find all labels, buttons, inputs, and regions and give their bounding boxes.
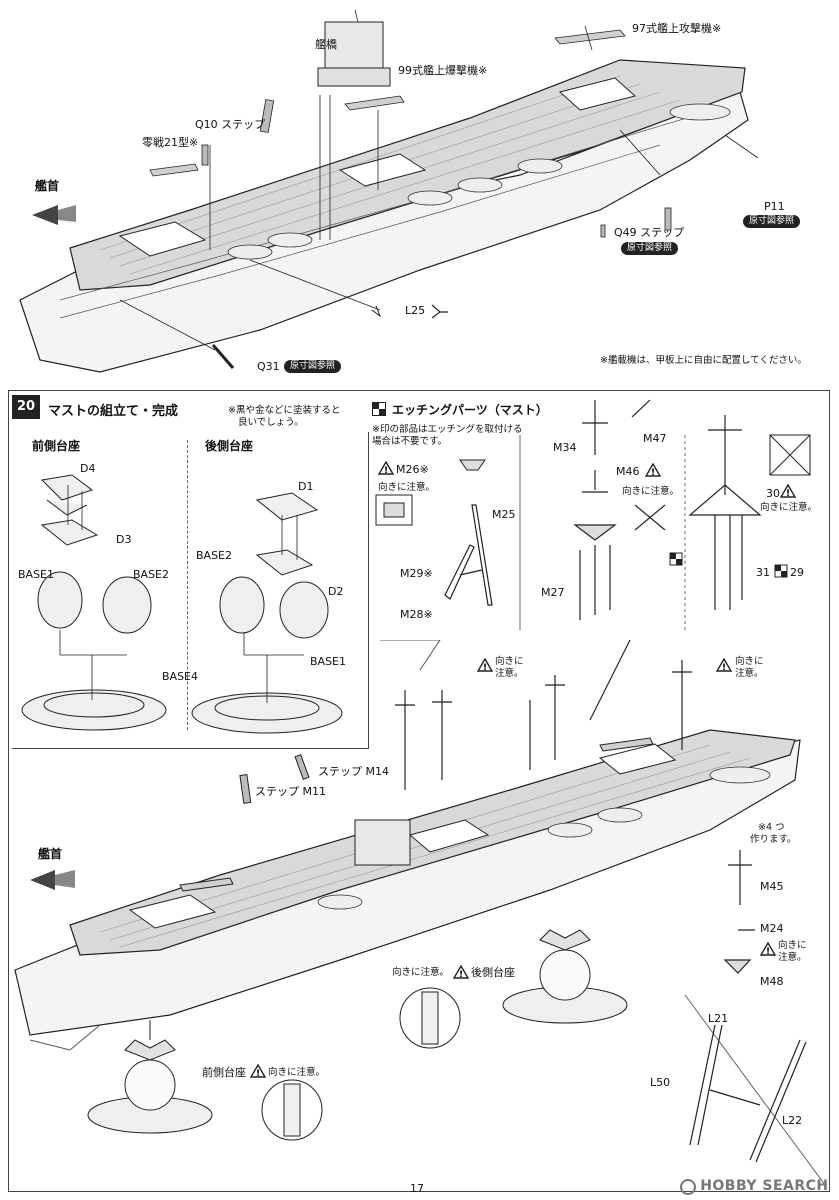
- svg-text:!: !: [786, 489, 790, 498]
- m25-label: M25: [492, 508, 516, 521]
- q10-step-label: Q10 ステップ: [195, 118, 266, 131]
- base4-label: BASE4: [162, 670, 199, 683]
- orientation-note-3: 向きに注意。: [760, 502, 818, 513]
- svg-text:!: !: [384, 466, 388, 475]
- q49-step-label: Q49 ステップ: [614, 226, 685, 239]
- step-m14-label: ステップ M14: [318, 765, 389, 778]
- base2-right-label: BASE2: [196, 549, 233, 562]
- d3-label: D3: [116, 533, 132, 546]
- watermark-brand: HOBBY SEARCH: [700, 1178, 829, 1194]
- carrier-illustration-bottom: [14, 640, 825, 1185]
- aircraft-99-label: 99式艦上爆撃機※: [398, 64, 488, 77]
- m46-label: M46: [616, 465, 640, 478]
- d4-label: D4: [80, 462, 96, 475]
- orientation-note-1: 向きに注意。: [378, 482, 436, 493]
- etching-icon: [372, 402, 386, 416]
- orientation-note-2: 向きに注意。: [622, 486, 680, 497]
- svg-text:!: !: [722, 663, 726, 672]
- svg-text:!: !: [256, 1069, 260, 1078]
- base1-left-label: BASE1: [18, 568, 55, 581]
- bow-label-top: 艦首: [35, 179, 60, 193]
- svg-text:!: !: [651, 468, 655, 477]
- zero-21-label: 零戦21型※: [142, 136, 199, 149]
- orient-b-1: 向きに: [735, 656, 764, 667]
- watermark: HOBBY SEARCH: [680, 1178, 829, 1195]
- carrier-illustration-top: [19, 9, 759, 373]
- q31-label: Q31: [257, 360, 280, 373]
- paint-note-2: 良いでしょう。: [238, 417, 304, 428]
- front-base-label: 前側台座: [202, 1066, 246, 1079]
- orient-a-2: 注意。: [495, 668, 524, 679]
- step-title: マストの組立て・完成: [48, 404, 179, 419]
- orient-c-2: 注意。: [778, 952, 807, 963]
- num-31-label: 31: [756, 566, 770, 579]
- bases-divider: [187, 440, 188, 730]
- front-base-heading: 前側台座: [32, 439, 81, 453]
- make-four-note-2: 作ります。: [750, 834, 797, 845]
- m47-label: M47: [643, 432, 667, 445]
- orient-rear-note: 向きに注意。: [392, 967, 450, 978]
- m27-label: M27: [541, 586, 565, 599]
- svg-text:!: !: [483, 663, 487, 672]
- warning-icon: !: [716, 658, 732, 672]
- make-four-note-1: ※4 つ: [758, 822, 785, 833]
- warning-icon: !: [453, 965, 469, 979]
- mast-parts-illustration: [375, 399, 811, 630]
- aircraft-note: ※艦載機は、甲板上に自由に配置してください。: [600, 355, 807, 366]
- l21-label: L21: [708, 1012, 729, 1025]
- d2-label: D2: [328, 585, 344, 598]
- q49-ref-badge: 原寸図参照: [621, 242, 679, 255]
- m45-label: M45: [760, 880, 784, 893]
- svg-text:!: !: [766, 947, 770, 956]
- l25-label: L25: [405, 304, 426, 317]
- bases-panel: [12, 432, 369, 749]
- base1-right-label: BASE1: [310, 655, 347, 668]
- warning-icon: !: [760, 942, 776, 956]
- p11-ref-badge: 原寸図参照: [743, 215, 801, 228]
- m48-label: M48: [760, 975, 784, 988]
- warning-icon: !: [250, 1064, 266, 1078]
- step-20-frame: [8, 390, 830, 1192]
- watermark-logo-icon: [680, 1178, 696, 1195]
- orient-c-1: 向きに: [778, 940, 807, 951]
- p11-label: P11: [764, 200, 785, 213]
- base-assembly-illustration: [21, 474, 343, 734]
- warning-icon: !: [378, 461, 394, 475]
- warning-icon: !: [645, 463, 661, 477]
- warning-icon: !: [780, 484, 796, 498]
- num-30-label: 30: [766, 487, 780, 500]
- bridge-label: 艦橋: [315, 38, 337, 51]
- q31-ref-badge: 原寸図参照: [284, 360, 342, 373]
- orient-a-1: 向きに: [495, 656, 524, 667]
- orient-b-2: 注意。: [735, 668, 764, 679]
- d1-label: D1: [298, 480, 314, 493]
- l50-label: L50: [650, 1076, 671, 1089]
- step-m11-label: ステップ M11: [255, 785, 326, 798]
- m34-label: M34: [553, 441, 577, 454]
- step-number-badge: 20: [12, 395, 40, 419]
- base2-left-label: BASE2: [133, 568, 170, 581]
- warning-icon: !: [477, 658, 493, 672]
- aircraft-97-label: 97式艦上攻撃機※: [632, 22, 722, 35]
- m24-label: M24: [760, 922, 784, 935]
- rear-base-heading: 後側台座: [205, 439, 254, 453]
- etching-title: エッチングパーツ（マスト）: [392, 403, 548, 417]
- m26-label: M26※: [396, 463, 429, 476]
- etching-note-2: 場合は不要です。: [372, 436, 448, 447]
- paint-note-1: ※黒や金などに塗装すると: [228, 405, 341, 416]
- num-29-label: 29: [790, 566, 804, 579]
- l22-label: L22: [782, 1114, 803, 1127]
- etching-note-1: ※印の部品はエッチングを取付ける: [372, 424, 523, 435]
- orient-front-note: 向きに注意。: [268, 1067, 326, 1078]
- page-number: 17: [410, 1182, 424, 1195]
- svg-text:!: !: [459, 970, 463, 979]
- rear-base-label: 後側台座: [471, 966, 515, 979]
- m29-label: M29※: [400, 567, 433, 580]
- m28-label: M28※: [400, 608, 433, 621]
- bow-label-bottom: 艦首: [38, 847, 63, 861]
